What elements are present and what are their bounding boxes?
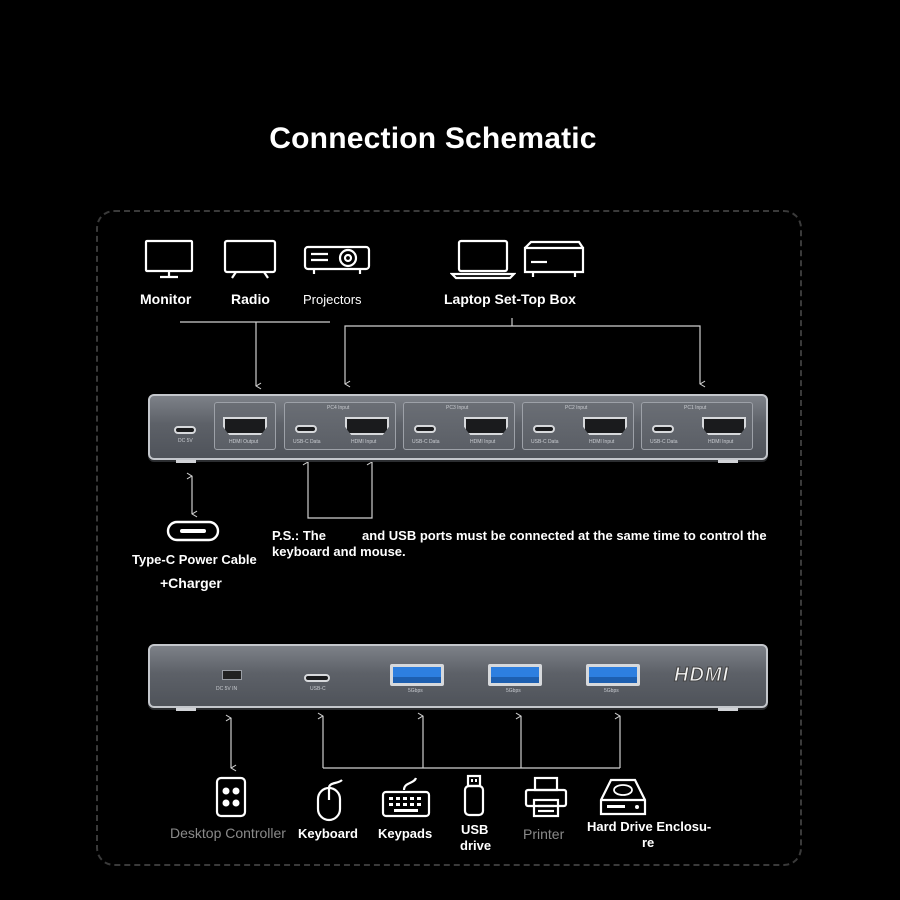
usb-a-port-1: [390, 664, 444, 686]
back-foot-right: [718, 708, 738, 711]
projector-icon: [303, 245, 371, 274]
hard-drive-label-line1: Hard Drive Enclosu-: [587, 819, 712, 834]
back-usbc-port: [304, 674, 330, 682]
pc3-usbc-port: [414, 425, 436, 433]
usb-drive-icon: [463, 774, 485, 817]
pc2-panel: PC2 Input USB-C Data HDMI Input: [522, 402, 634, 450]
keyboard-icon: [381, 777, 431, 818]
set-top-box-icon: [523, 240, 585, 277]
pc1-usbc-label: USB-C Data: [650, 439, 678, 445]
printer-icon: [524, 776, 568, 818]
usage-note: P.S.: The and USB ports must be connecte…: [272, 528, 771, 559]
mouse-icon: [316, 779, 343, 822]
pc4-panel: PC4 Input USB-C Data HDMI Input: [284, 402, 396, 450]
back-usbc-label: USB-C: [310, 686, 326, 692]
radio-label: Radio: [231, 291, 270, 307]
usb-a-port-3-label: 5Gbps: [604, 688, 619, 694]
front-foot-right: [718, 460, 738, 463]
pc1-hdmi-port: [702, 417, 746, 435]
usb-drive-label-line2: drive: [460, 838, 492, 853]
pc3-hdmi-port: [464, 417, 508, 435]
pc3-hdmi-label: HDMI Input: [470, 439, 496, 445]
usb-drive-label-line1: USB: [461, 822, 489, 837]
projectors-label: Projectors: [303, 292, 362, 307]
pc3-panel: PC3 Input USB-C Data HDMI Input: [403, 402, 515, 450]
kvm-switch-front: DC 5V HDMI Output PC4 Input USB-C Data H…: [148, 394, 768, 460]
hdmi-logo: HDMI: [673, 664, 730, 687]
usb-a-port-2-label: 5Gbps: [506, 688, 521, 694]
power-cable-label: Type-C Power Cable: [132, 552, 257, 567]
pc4-usbc-label: USB-C Data: [293, 439, 321, 445]
hdmi-output-panel: HDMI Output: [214, 402, 276, 450]
monitor-label: Monitor: [140, 291, 192, 307]
kvm-switch-back: DC 5V IN USB-C 5Gbps 5Gbps 5Gbps HDMI: [148, 644, 768, 708]
pc2-hdmi-port: [583, 417, 627, 435]
dc-in-label: DC 5V IN: [216, 686, 238, 692]
pc3-label: PC3 Input: [446, 405, 469, 411]
pc4-label: PC4 Input: [327, 405, 350, 411]
back-foot-left: [176, 708, 196, 711]
hard-drive-icon: [599, 778, 647, 816]
tv-icon: [223, 239, 277, 279]
pc2-usbc-port: [533, 425, 555, 433]
keyboard-label: Keyboard: [298, 826, 358, 841]
front-foot-left: [176, 460, 196, 463]
diagram-frame: [96, 210, 802, 866]
pc2-hdmi-label: HDMI Input: [589, 439, 615, 445]
power-usbc-port: [174, 426, 196, 434]
hdmi-output-port: [223, 417, 267, 435]
pc1-usbc-port: [652, 425, 674, 433]
usb-a-port-3: [586, 664, 640, 686]
pc2-usbc-label: USB-C Data: [531, 439, 559, 445]
keypads-label: Keypads: [378, 826, 433, 841]
usb-c-cable-icon: [166, 520, 220, 542]
printer-label: Printer: [523, 826, 565, 842]
pc4-usbc-port: [295, 425, 317, 433]
pc1-hdmi-label: HDMI Input: [708, 439, 734, 445]
charger-label: +Charger: [160, 575, 222, 591]
usb-a-port-1-label: 5Gbps: [408, 688, 423, 694]
desktop-controller-label: Desktop Controller: [170, 825, 286, 841]
hard-drive-label-line2: re: [642, 835, 655, 850]
hdmi-output-label: HDMI Output: [229, 439, 259, 445]
pc4-hdmi-label: HDMI Input: [351, 439, 377, 445]
pc1-panel: PC1 Input USB-C Data HDMI Input: [641, 402, 753, 450]
pc4-hdmi-port: [345, 417, 389, 435]
monitor-icon: [144, 239, 194, 279]
pc3-usbc-label: USB-C Data: [412, 439, 440, 445]
pc2-label: PC2 Input: [565, 405, 588, 411]
page-title: Connection Schematic: [269, 122, 597, 155]
laptop-icon: [450, 239, 516, 280]
dc-in-port: [222, 670, 242, 680]
usb-a-port-2: [488, 664, 542, 686]
laptop-settop-label: Laptop Set-Top Box: [444, 291, 576, 307]
pc1-label: PC1 Input: [684, 405, 707, 411]
power-port-label: DC 5V: [178, 438, 193, 444]
desktop-controller-icon: [215, 776, 247, 818]
